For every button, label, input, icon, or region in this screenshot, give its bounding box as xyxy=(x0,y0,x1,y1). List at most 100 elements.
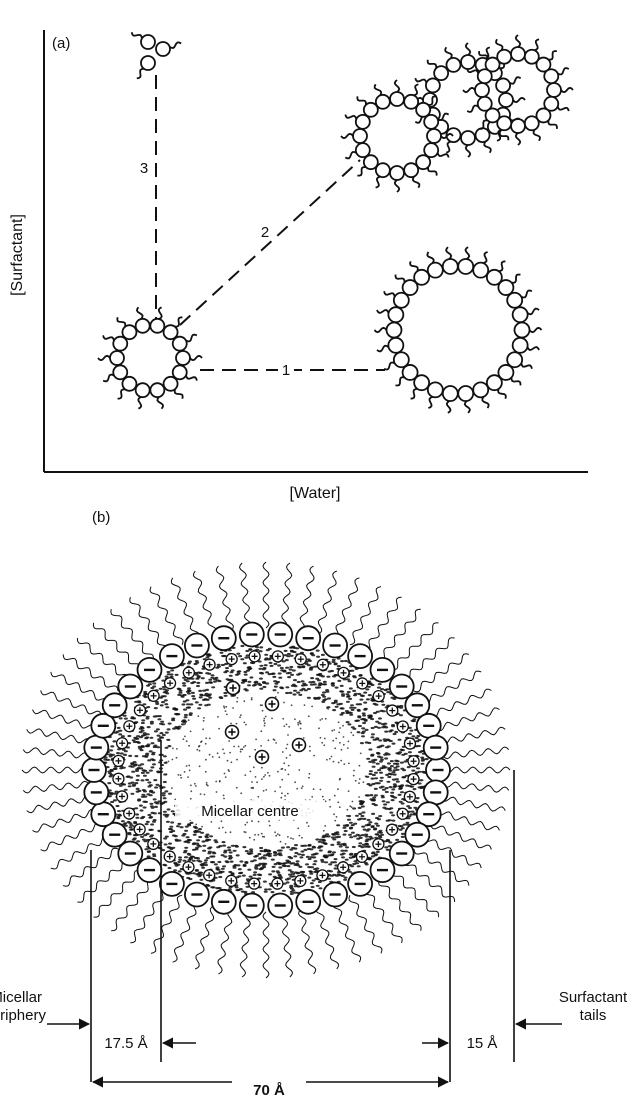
core-dot xyxy=(113,799,117,801)
core-dot xyxy=(170,669,174,671)
core-dot xyxy=(141,719,145,721)
core-dot xyxy=(188,745,190,747)
core-dot xyxy=(190,798,192,800)
core-dot xyxy=(150,687,154,689)
core-dot xyxy=(374,788,378,790)
core-dot xyxy=(140,726,144,728)
core-dot xyxy=(377,687,381,689)
core-dot xyxy=(342,853,346,855)
core-dot xyxy=(275,835,277,837)
core-dot xyxy=(203,717,205,719)
core-dot xyxy=(387,762,391,764)
core-dot xyxy=(284,795,286,797)
head-bead xyxy=(547,83,561,97)
core-dot xyxy=(329,806,331,808)
surfactant-tail xyxy=(404,860,455,902)
core-dot xyxy=(180,774,182,776)
core-dot xyxy=(274,831,276,833)
core-dot xyxy=(384,808,388,810)
core-dot xyxy=(358,675,362,677)
core-dot xyxy=(262,710,264,712)
core-dot xyxy=(192,698,196,700)
core-dot xyxy=(331,833,335,835)
core-dot xyxy=(147,851,151,853)
core-dot xyxy=(362,844,366,846)
core-dot xyxy=(129,829,133,831)
core-dot xyxy=(358,725,362,727)
core-dot xyxy=(348,790,350,792)
core-dot xyxy=(170,821,174,823)
core-dot xyxy=(258,874,262,876)
core-dot xyxy=(278,866,282,868)
core-dot xyxy=(235,846,239,848)
core-dot xyxy=(217,716,219,718)
core-dot xyxy=(277,692,279,694)
micelle-tail xyxy=(466,247,470,259)
core-dot xyxy=(361,727,365,729)
surfactant-tail xyxy=(431,689,492,717)
core-dot xyxy=(209,738,211,740)
core-dot xyxy=(311,681,315,683)
core-dot xyxy=(166,761,168,763)
head-bead xyxy=(388,338,403,353)
core-dot xyxy=(267,772,269,774)
core-dot xyxy=(243,688,247,690)
head-bead xyxy=(428,263,443,278)
core-dot xyxy=(124,789,128,791)
core-dot xyxy=(282,890,286,892)
core-dot xyxy=(370,837,374,839)
core-dot xyxy=(212,886,216,888)
core-dot xyxy=(315,838,319,840)
core-dot xyxy=(205,682,209,684)
panel-b-label: (b) xyxy=(92,509,110,526)
core-dot xyxy=(183,860,187,862)
core-dot xyxy=(374,772,378,774)
core-dot xyxy=(265,671,269,673)
core-dot xyxy=(272,866,276,868)
core-dot xyxy=(352,690,356,692)
core-dot xyxy=(310,856,314,858)
surfactant-tail xyxy=(404,638,455,681)
core-dot xyxy=(214,863,218,865)
core-dot xyxy=(364,719,368,721)
core-dot xyxy=(245,882,249,884)
core-dot xyxy=(293,855,297,857)
dimension-15-label: 15 Å xyxy=(467,1035,498,1052)
core-dot xyxy=(217,752,219,754)
core-dot xyxy=(240,714,242,716)
core-dot xyxy=(378,683,382,685)
core-dot xyxy=(109,749,113,751)
core-dot xyxy=(251,787,253,789)
core-dot xyxy=(391,788,395,790)
micelle-cluster xyxy=(341,35,573,192)
core-dot xyxy=(171,810,175,812)
core-dot xyxy=(153,812,157,814)
core-dot xyxy=(236,723,238,725)
core-dot xyxy=(294,864,298,866)
surfactant-tail xyxy=(443,782,509,792)
core-dot xyxy=(260,704,262,706)
core-dot xyxy=(411,770,415,772)
core-dot xyxy=(385,752,389,754)
core-dot xyxy=(263,857,267,859)
core-dot xyxy=(182,682,186,684)
surfactant-tail xyxy=(333,901,361,962)
core-dot xyxy=(111,754,115,756)
core-dot xyxy=(352,734,354,736)
micelle-tail xyxy=(558,107,569,112)
core-dot xyxy=(269,662,273,664)
core-dot xyxy=(133,741,137,743)
core-dot xyxy=(361,826,365,828)
core-dot xyxy=(273,680,277,682)
core-dot xyxy=(133,837,137,839)
core-dot xyxy=(286,846,290,848)
core-dot xyxy=(371,855,375,857)
core-dot xyxy=(203,720,205,722)
surfactant-tail xyxy=(379,880,422,931)
core-dot xyxy=(228,769,230,771)
core-dot xyxy=(290,650,294,652)
core-dot xyxy=(236,787,238,789)
core-dot xyxy=(168,843,172,845)
core-dot xyxy=(285,667,289,669)
core-dot xyxy=(177,823,181,825)
